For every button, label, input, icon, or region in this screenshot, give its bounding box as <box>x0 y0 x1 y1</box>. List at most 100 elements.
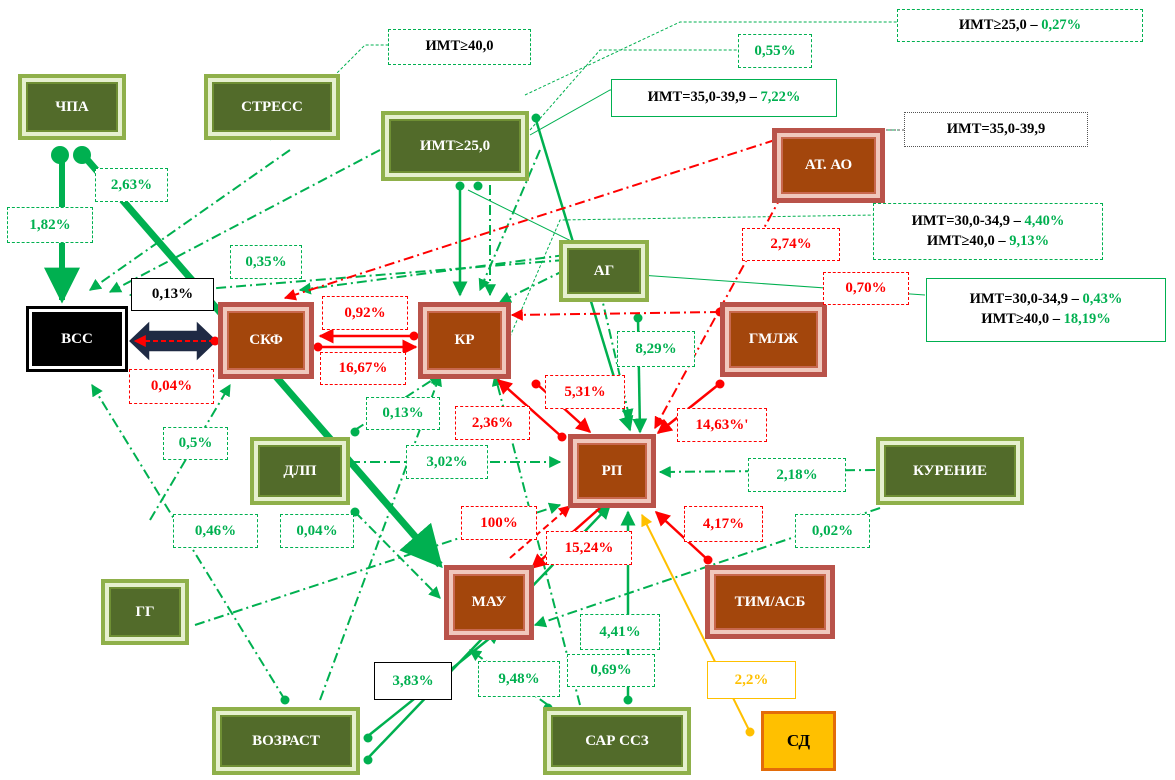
note-box-b-line2: ИМТ≥40,0 – 18,19% <box>981 310 1111 330</box>
label-kurenie-mau: 0,02% <box>795 514 870 548</box>
node-sd-label: СД <box>786 731 811 750</box>
label-vss-skf-red: 0,04% <box>129 369 214 404</box>
note-line-imt25-027 <box>524 21 898 96</box>
node-rp-label: РП <box>601 462 623 479</box>
node-tim-asb: ТИМ/АСБ <box>705 565 835 639</box>
label-dlp-kr: 0,13% <box>366 397 440 430</box>
edge-gg-skf <box>149 383 231 521</box>
label-dlp-mau: 0,04% <box>280 514 354 548</box>
node-chpa: ЧПА <box>18 74 126 140</box>
note-imt25-027-row: ИМТ≥25,0 – 0,27% <box>959 16 1081 36</box>
node-gg: ГГ <box>101 579 189 645</box>
node-skf: СКФ <box>218 302 314 379</box>
label-gg-skf: 0,5% <box>163 427 228 460</box>
node-sar-ssz: САР ССЗ <box>543 707 691 775</box>
label-gmlzh-kr: 0,70% <box>823 272 909 305</box>
label-at-ao: 2,74% <box>742 228 840 261</box>
node-sar-ssz-label: САР ССЗ <box>585 732 649 749</box>
note-imt25-027-prefix: ИМТ≥25,0 – <box>958 16 1042 33</box>
node-ag: АГ <box>559 240 649 302</box>
note-imt35-722-value: 7,22% <box>760 89 801 106</box>
node-imt25: ИМТ≥25,0 <box>381 111 529 181</box>
note-box-a-line2: ИМТ≥40,0 – 9,13% <box>927 232 1049 252</box>
note-box-b-line1-value: 0,43% <box>1082 291 1123 308</box>
node-rp: РП <box>568 434 656 508</box>
edge-at-ao-skf <box>283 139 776 301</box>
edge-imt25-mau-dd <box>478 149 541 292</box>
node-stress: СТРЕСС <box>204 74 340 140</box>
note-imt40-text: ИМТ≥40,0 <box>425 38 494 55</box>
node-gg-label: ГГ <box>135 603 155 620</box>
label-voz-rp: 9,48% <box>478 661 560 697</box>
node-stress-label: СТРЕСС <box>241 98 303 115</box>
note-imt25-027: ИМТ≥25,0 – 0,27% <box>897 9 1143 42</box>
label-gmlzh-rp: 14,63%' <box>677 408 767 442</box>
note-box-b: ИМТ=30,0-34,9 – 0,43% ИМТ≥40,0 – 18,19% <box>926 278 1166 342</box>
edge-stress-vss <box>89 149 291 291</box>
label-ag-rp: 8,29% <box>617 331 695 367</box>
node-skf-label: СКФ <box>249 332 283 348</box>
label-vss-skf-black: 0,13% <box>131 278 214 311</box>
note-box-b-line1-prefix: ИМТ=30,0-34,9 – <box>969 291 1083 308</box>
node-kr-label: КР <box>454 332 475 348</box>
node-kr: КР <box>418 302 511 379</box>
edge-chpa-mau-start <box>73 146 91 164</box>
note-box-a-line1: ИМТ=30,0-34,9 – 4,40% <box>912 212 1065 232</box>
edge-ag-kr <box>498 269 566 303</box>
node-tim-asb-label: ТИМ/АСБ <box>734 593 806 610</box>
note-imt35-plain-text: ИМТ=35,0-39,9 <box>946 120 1046 137</box>
label-gg-mau: 0,46% <box>173 514 258 548</box>
edge-chpa-vss-start <box>51 146 69 164</box>
node-vss-label: ВСС <box>61 330 93 347</box>
label-0-55: 0,55% <box>738 34 812 68</box>
node-at-ao-label: АТ. АО <box>804 157 853 173</box>
note-line-055 <box>529 49 738 131</box>
edge-mau-rp <box>509 505 571 559</box>
label-tim-rp: 4,17% <box>684 506 763 542</box>
note-box-a-line1-value: 4,40% <box>1024 212 1065 229</box>
note-box-b-line2-value: 18,19% <box>1063 311 1111 327</box>
label-voz-mau: 3,83% <box>374 662 452 700</box>
node-mau: МАУ <box>444 565 534 640</box>
edge-ag-skf <box>298 254 566 295</box>
edge-gmlzh-kr <box>510 308 721 321</box>
edge-ag-rp-dd <box>599 289 634 422</box>
label-rp-mau: 15,24% <box>546 531 632 565</box>
note-box-b-line1: ИМТ=30,0-34,9 – 0,43% <box>970 290 1123 310</box>
label-chpa-mau: 2,63% <box>95 168 168 202</box>
node-vss: ВСС <box>26 306 128 372</box>
edge-dlp-kr <box>354 374 442 431</box>
note-imt40: ИМТ≥40,0 <box>388 29 531 65</box>
note-imt35-plain: ИМТ=35,0-39,9 <box>904 112 1088 147</box>
edge-imt25-vss <box>108 149 381 293</box>
edge-tim-rp <box>654 510 709 561</box>
node-kurenie-label: КУРЕНИЕ <box>912 462 988 479</box>
note-box-b-line2-prefix: ИМТ≥40,0 – <box>981 311 1064 327</box>
note-box-a: ИМТ=30,0-34,9 – 4,40% ИМТ≥40,0 – 9,13% <box>873 203 1103 260</box>
node-sd: СД <box>761 711 836 771</box>
note-imt35-722-prefix: ИМТ=35,0-39,9 – <box>647 89 761 106</box>
label-dlp-rp: 3,02% <box>406 445 488 479</box>
note-imt35-722: ИМТ=35,0-39,9 – 7,22% <box>611 79 837 117</box>
node-vozrast: ВОЗРАСТ <box>212 707 360 775</box>
node-gmlzh-label: ГМЛЖ <box>748 331 799 347</box>
node-gmlzh: ГМЛЖ <box>720 302 827 377</box>
note-line-imt35-722 <box>529 89 612 136</box>
label-sar-rp: 4,41% <box>580 614 660 650</box>
node-mau-label: МАУ <box>471 594 507 610</box>
node-ag-label: АГ <box>593 262 615 279</box>
node-dlp: ДЛП <box>250 437 350 505</box>
label-kr-skf: 16,67% <box>320 352 406 385</box>
note-imt25-027-value: 0,27% <box>1041 16 1082 33</box>
edge-dlp-mau <box>354 511 441 599</box>
node-chpa-label: ЧПА <box>55 98 89 115</box>
note-box-a-line1-prefix: ИМТ=30,0-34,9 – <box>911 212 1025 229</box>
label-rp-kr: 2,36% <box>455 406 530 440</box>
label-chpa-vss: 1,82% <box>7 207 93 243</box>
label-sd-rp: 2,2% <box>707 661 796 699</box>
node-dlp-label: ДЛП <box>283 462 317 479</box>
note-imt35-722-row: ИМТ=35,0-39,9 – 7,22% <box>648 88 801 108</box>
label-kr-rp: 5,31% <box>545 375 625 409</box>
node-imt25-label: ИМТ≥25,0 <box>419 137 491 154</box>
label-skf-kr: 0,92% <box>322 296 408 330</box>
